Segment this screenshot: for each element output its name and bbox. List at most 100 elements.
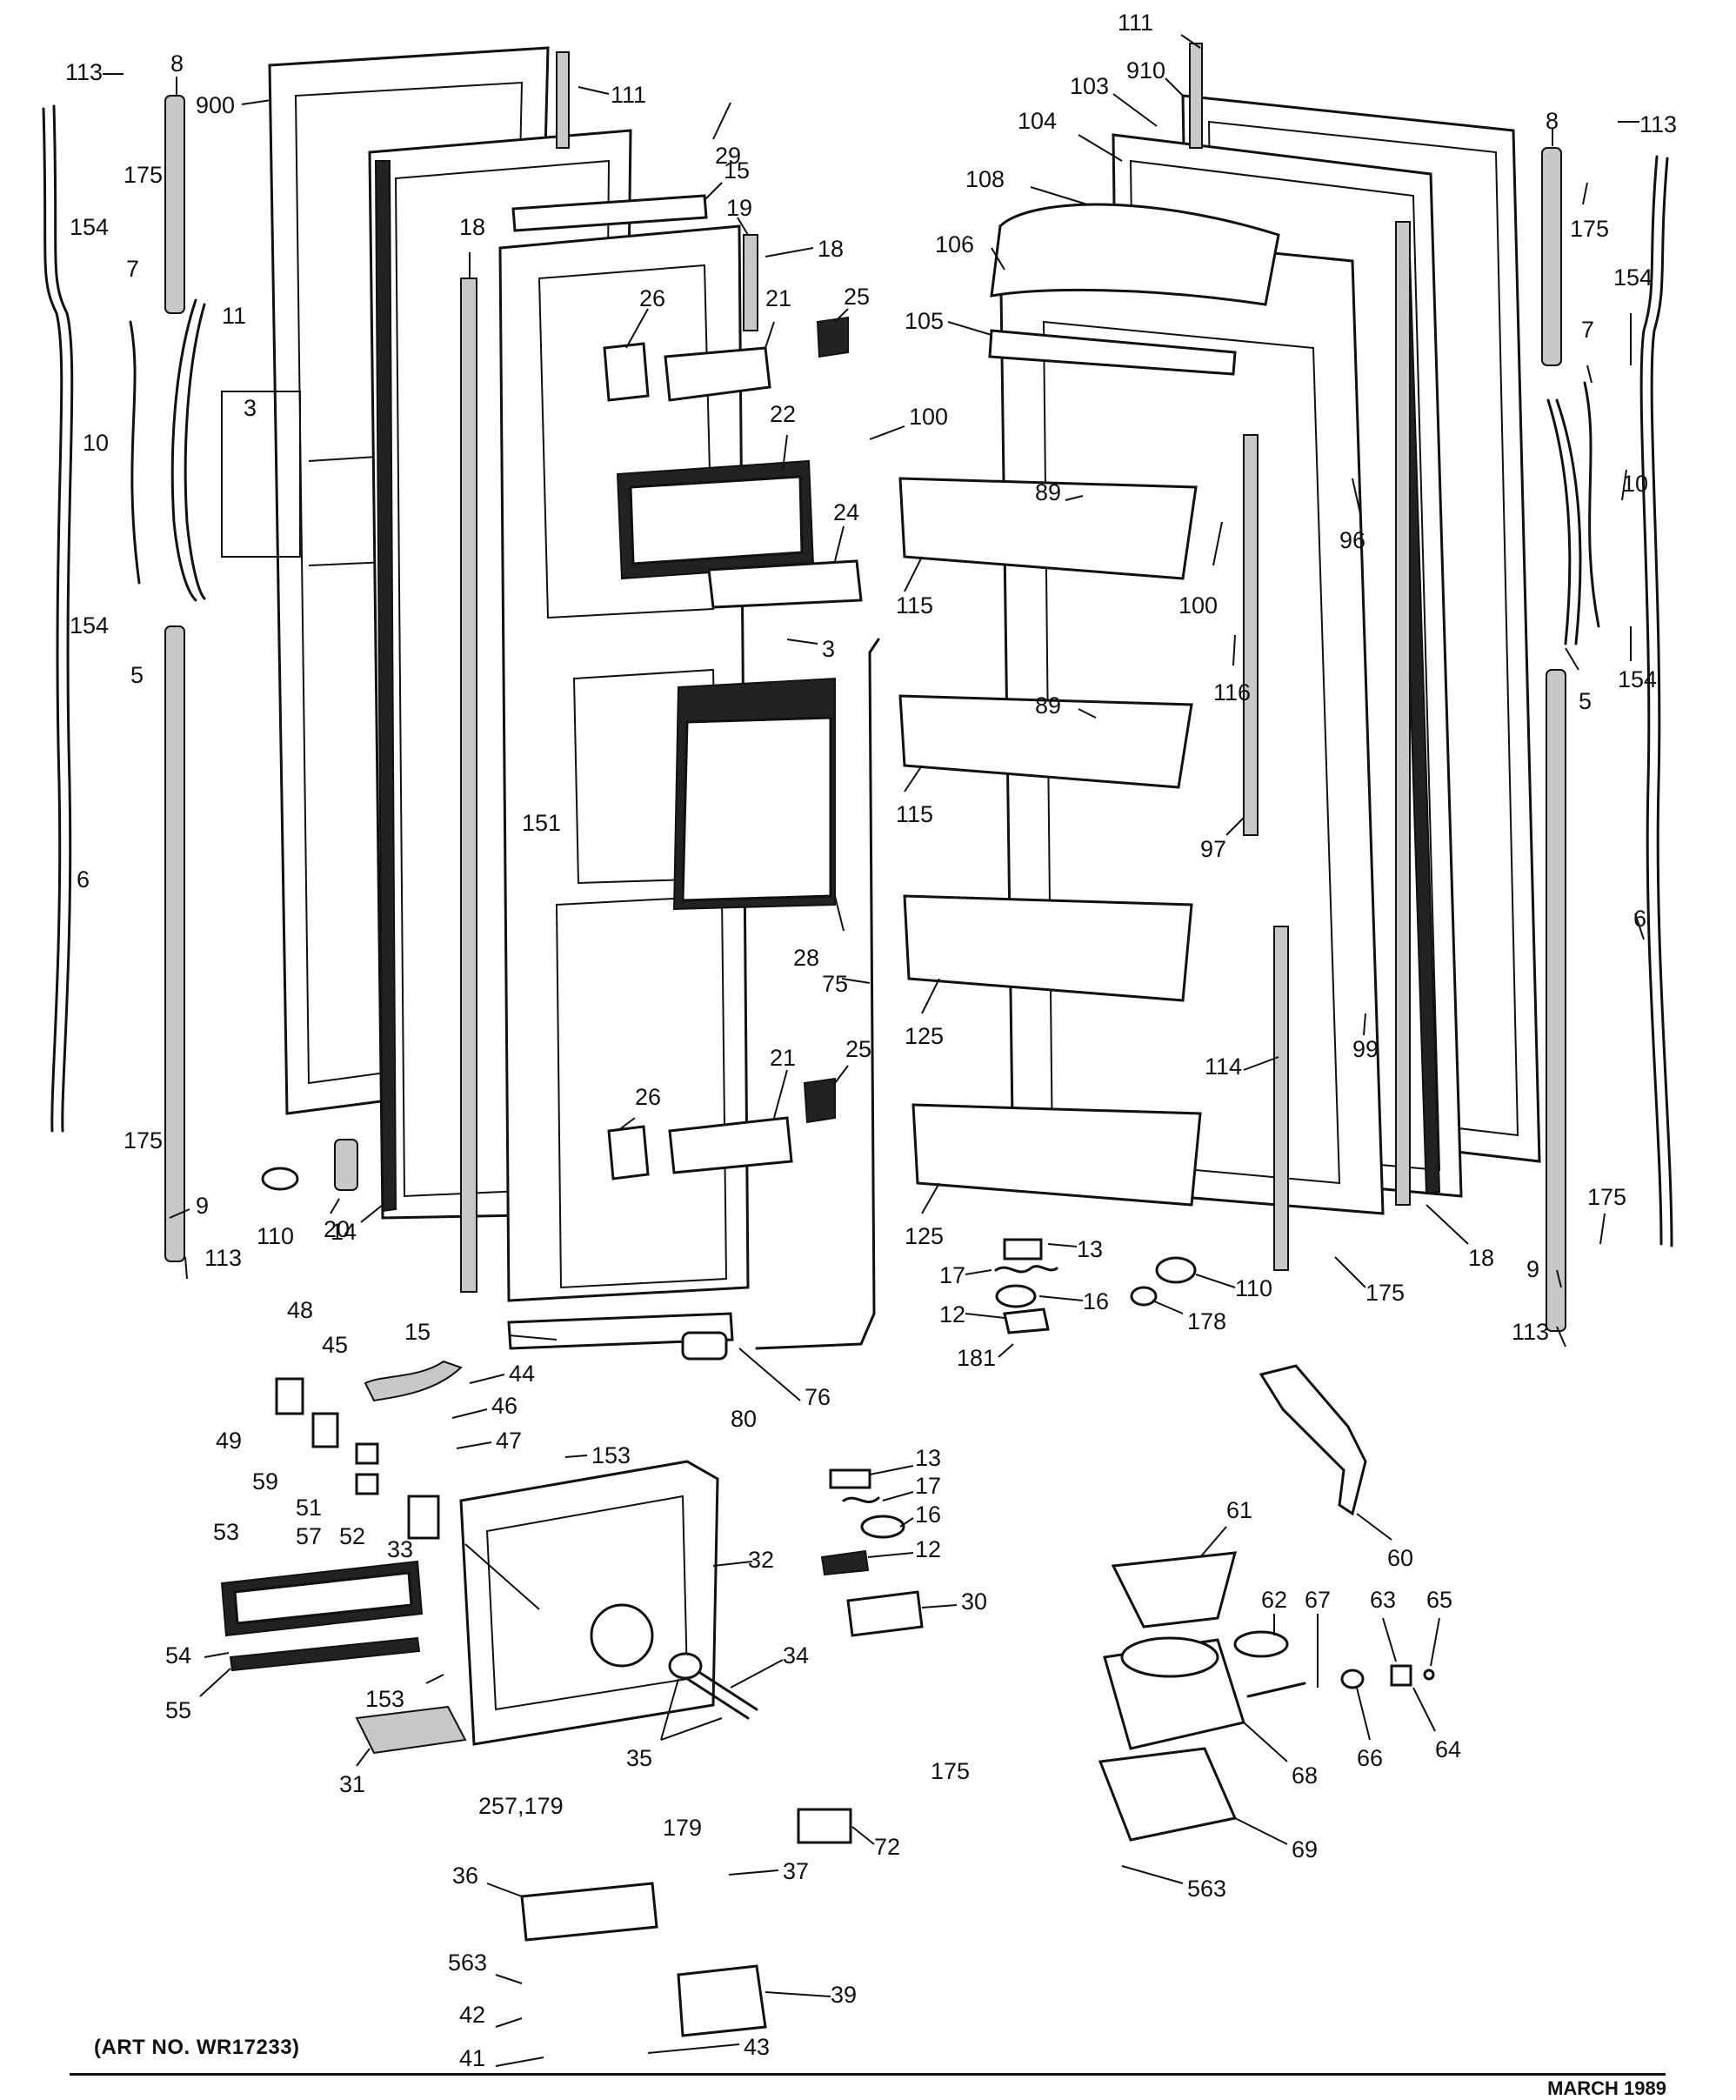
trim-strip-18-right <box>1395 221 1411 1206</box>
disc-62 <box>1233 1630 1289 1658</box>
callout-17-a: 17 <box>915 1473 941 1499</box>
hinge-parts-upper <box>994 1238 1058 1334</box>
callout-106: 106 <box>935 231 974 257</box>
callout-110-right: 110 <box>1235 1275 1272 1301</box>
callout-33: 33 <box>387 1536 413 1562</box>
callout-31: 31 <box>339 1771 365 1797</box>
callout-64: 64 <box>1435 1736 1461 1762</box>
callout-67: 67 <box>1305 1587 1331 1613</box>
callout-37: 37 <box>783 1858 809 1884</box>
shelf-bar-21-low <box>668 1116 793 1174</box>
trim-strip-18-left <box>460 278 477 1293</box>
trim-strip-19 <box>743 234 758 331</box>
callout-39: 39 <box>831 1982 857 2008</box>
callout-910: 910 <box>1126 57 1165 84</box>
callout-18-upper: 18 <box>818 236 844 262</box>
callout-16-a: 16 <box>915 1501 941 1528</box>
footer-rule <box>70 2073 1666 2076</box>
callout-75: 75 <box>822 971 848 997</box>
door-handle-right <box>1546 398 1582 645</box>
drip-tray-31 <box>355 1705 467 1755</box>
callout-11: 11 <box>222 303 246 329</box>
callout-14: 14 <box>331 1219 357 1245</box>
hinge-parts-lower <box>820 1468 924 1637</box>
callout-116: 116 <box>1213 679 1251 706</box>
callout-6-left: 6 <box>77 866 90 893</box>
dispenser-door-53 <box>220 1560 424 1637</box>
callout-20: 20 <box>324 1216 350 1242</box>
callout-72: 72 <box>874 1834 900 1860</box>
callout-21-top: 21 <box>765 285 791 311</box>
trim-strip-7-left <box>129 320 141 585</box>
callout-8-top-right: 8 <box>1546 108 1559 134</box>
callout-115-b: 115 <box>896 801 933 827</box>
clip-25-top <box>816 316 849 358</box>
callout-59: 59 <box>252 1468 278 1495</box>
callout-26-top: 26 <box>639 285 665 311</box>
callout-100-b: 100 <box>1178 592 1218 619</box>
callout-96: 96 <box>1339 527 1365 553</box>
bin-rail-114 <box>1273 926 1289 1271</box>
callout-62: 62 <box>1261 1587 1287 1613</box>
callout-36: 36 <box>452 1863 478 1889</box>
motor-39 <box>677 1964 767 2037</box>
callout-89-a: 89 <box>1035 479 1061 505</box>
callout-49: 49 <box>216 1428 242 1454</box>
callout-57: 57 <box>296 1523 322 1549</box>
callout-105: 105 <box>905 308 944 334</box>
callout-125-b: 125 <box>905 1223 944 1249</box>
bracket-36 <box>520 1882 658 1942</box>
callout-154-a: 154 <box>70 214 109 240</box>
handle-trim-top-right <box>1541 147 1562 366</box>
callout-21-low: 21 <box>770 1045 796 1071</box>
hinge-pin-20 <box>334 1139 358 1191</box>
bracket-60 <box>1259 1364 1367 1516</box>
crusher-housing-68 <box>1103 1636 1245 1750</box>
door-bin-115-b <box>898 694 1193 789</box>
callout-35: 35 <box>626 1745 652 1771</box>
callout-17-b: 17 <box>939 1262 965 1288</box>
gasket-strip-111-right <box>1189 43 1203 149</box>
callout-175-mid-left: 175 <box>124 1127 163 1154</box>
bracket-26-low <box>607 1125 650 1180</box>
callout-19: 19 <box>726 195 752 221</box>
callout-24: 24 <box>833 499 859 525</box>
callout-76: 76 <box>805 1384 831 1410</box>
footer-date: MARCH 1989 <box>1547 2077 1666 2099</box>
callout-60: 60 <box>1387 1545 1413 1571</box>
clip-25-low <box>803 1077 836 1124</box>
bracket-26-top <box>603 342 650 402</box>
callout-labels: 113 8 900 175 111 29 15 19 18 18 154 7 1… <box>65 10 1677 2071</box>
callout-257-179: 257,179 <box>478 1793 564 1819</box>
door-handle-left <box>170 298 206 602</box>
lamp-110-left <box>261 1167 299 1191</box>
callout-7-left: 7 <box>126 256 139 282</box>
callout-154-c: 154 <box>1613 264 1653 291</box>
callout-111-right: 111 <box>1118 10 1153 36</box>
callout-13-a: 13 <box>915 1445 941 1471</box>
callout-181: 181 <box>957 1345 996 1371</box>
callout-154-d: 154 <box>1618 666 1657 692</box>
callout-113-top-left: 113 <box>65 59 103 85</box>
shelf-bar-21-top <box>664 346 771 402</box>
trim-strip-7-right <box>1583 381 1600 628</box>
callout-30: 30 <box>961 1588 987 1615</box>
callout-5-right: 5 <box>1579 688 1592 714</box>
callout-32: 32 <box>748 1547 774 1573</box>
callout-113-bottom-right: 113 <box>1512 1319 1549 1345</box>
strip-15-top <box>511 194 708 232</box>
callout-45: 45 <box>322 1332 348 1358</box>
callout-47: 47 <box>496 1428 522 1454</box>
dispenser-trim-55 <box>229 1636 421 1672</box>
switch-parts <box>275 1377 440 1540</box>
callout-125-a: 125 <box>905 1023 944 1049</box>
callout-175-top-left: 175 <box>124 162 163 188</box>
callout-63: 63 <box>1370 1587 1396 1613</box>
door-bin-125-a <box>903 894 1193 1002</box>
callout-25-low: 25 <box>845 1036 871 1062</box>
callout-115-a: 115 <box>896 592 933 619</box>
callout-41: 41 <box>459 2045 485 2071</box>
callout-8-top-left: 8 <box>170 50 184 77</box>
callout-3-mid: 3 <box>822 636 835 662</box>
callout-55: 55 <box>165 1697 191 1723</box>
